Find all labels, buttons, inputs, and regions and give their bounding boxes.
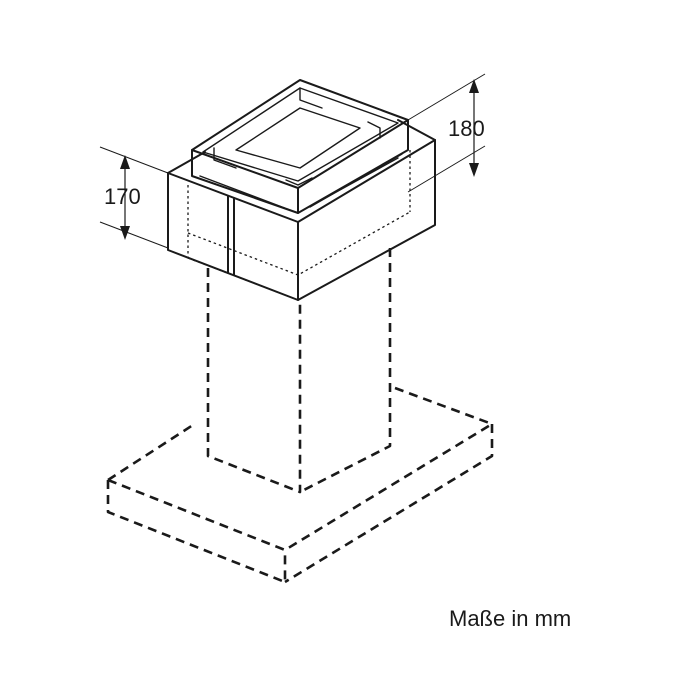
dimension-180: 180 [407, 73, 486, 193]
dimension-label-180: 180 [448, 116, 485, 141]
chimney-column-dashed [206, 248, 392, 494]
arrow-up-icon [469, 79, 479, 93]
hood-canopy-dashed [106, 386, 494, 584]
arrow-down-icon [120, 226, 130, 240]
dimension-170: 170 [99, 146, 169, 249]
dimension-label-170: 170 [104, 184, 141, 209]
arrow-down-icon [469, 163, 479, 177]
lower-mounting-frame [167, 119, 436, 301]
arrow-up-icon [120, 155, 130, 169]
upper-mounting-frame [191, 79, 409, 214]
units-caption: Maße in mm [449, 606, 571, 631]
